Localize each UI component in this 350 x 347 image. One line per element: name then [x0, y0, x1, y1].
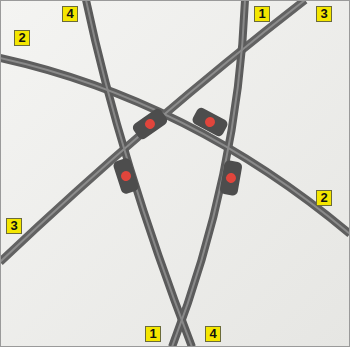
pole-highlight — [86, 0, 192, 347]
callout-number: 1 — [149, 327, 156, 341]
pole — [0, 0, 305, 262]
callout-box: 4 — [205, 326, 221, 342]
pole-highlight — [172, 0, 245, 347]
callout-box: 1 — [254, 6, 270, 22]
callout-box: 4 — [62, 6, 78, 22]
pole-highlight — [0, 0, 305, 262]
callout-number: 3 — [10, 219, 17, 233]
callout-box: 1 — [145, 326, 161, 342]
callout-box: 2 — [316, 190, 332, 206]
callout-box: 3 — [6, 218, 22, 234]
callout-box: 3 — [316, 6, 332, 22]
connectors — [112, 106, 243, 196]
callout-number: 2 — [18, 31, 25, 45]
pole — [0, 58, 350, 234]
connector-sleeve — [131, 107, 169, 141]
callout-number: 3 — [320, 7, 327, 21]
callout-number: 4 — [66, 7, 73, 21]
connector-sleeve — [112, 157, 140, 195]
pole-highlight — [0, 58, 350, 234]
connector-sleeve — [191, 106, 229, 138]
pole — [172, 0, 245, 347]
connector-sleeve — [219, 160, 243, 197]
callout-box: 2 — [14, 30, 30, 46]
callout-number: 2 — [320, 191, 327, 205]
callout-number: 4 — [209, 327, 216, 341]
pole — [86, 0, 192, 347]
callout-number: 1 — [258, 7, 265, 21]
